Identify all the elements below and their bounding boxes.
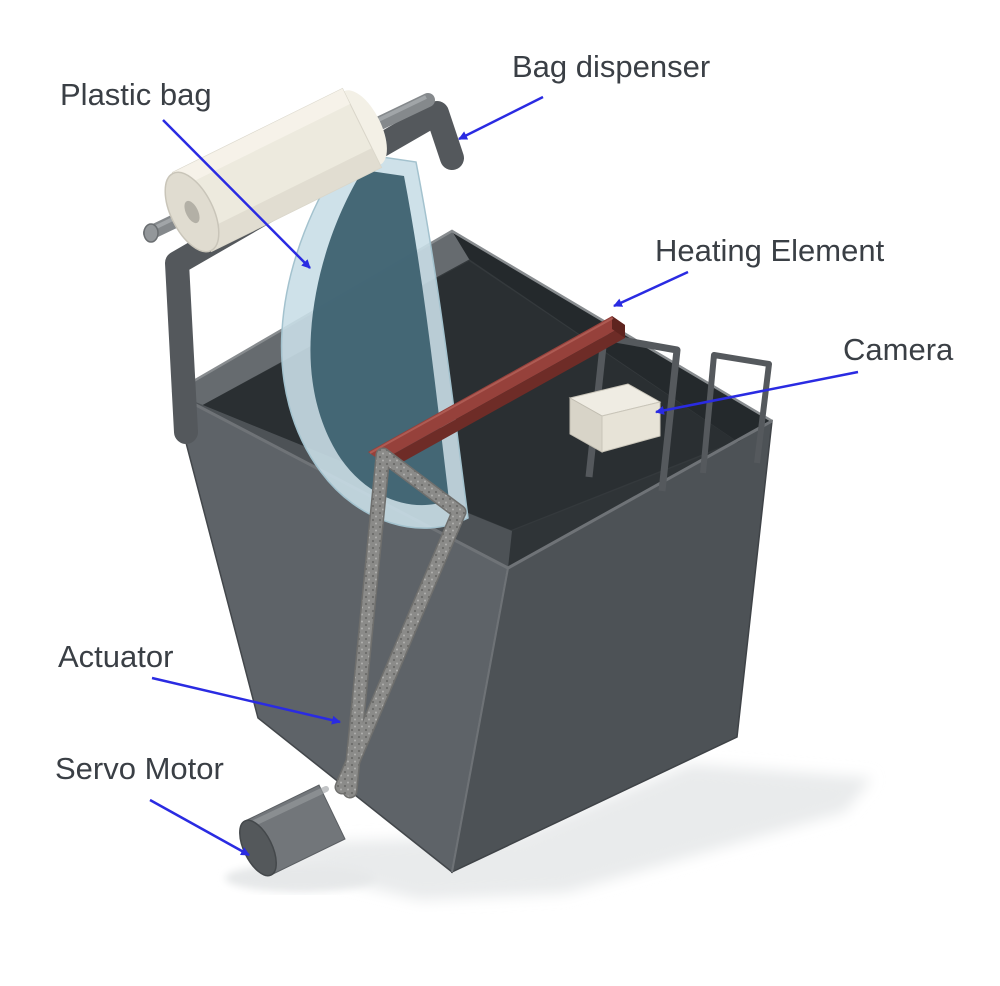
arrow-servo-motor	[149, 798, 250, 857]
camera-right-face	[601, 401, 661, 453]
servo-highlight	[249, 786, 329, 827]
rim-front-edge	[172, 391, 773, 570]
heating-element-highlight	[369, 317, 614, 454]
arrow-heating-element	[613, 270, 689, 308]
label-servo-motor: Servo Motor	[55, 751, 224, 786]
annotation-arrows	[149, 95, 859, 857]
actuator-linkage	[334, 447, 467, 799]
bin-front-edge	[451, 567, 509, 873]
camera-frame-outer	[700, 352, 772, 474]
bag-roll-lower-shade	[202, 148, 382, 252]
rim-back-edge	[172, 229, 773, 423]
bag-roll-upper-highlight	[172, 88, 350, 188]
label-actuator: Actuator	[58, 639, 174, 674]
heating-element-side	[381, 325, 625, 474]
actuator-bar-2	[336, 506, 465, 793]
label-camera: Camera	[843, 332, 954, 367]
label-heating-element: Heating Element	[655, 233, 885, 268]
arrow-bag-dispenser	[458, 95, 544, 141]
label-bag-dispenser: Bag dispenser	[512, 49, 711, 84]
arrow-plastic-bag	[162, 119, 311, 269]
arrow-actuator	[151, 676, 341, 725]
bag-roll-core-hole	[184, 200, 200, 224]
actuator-bar-3	[377, 449, 465, 518]
heating-element-top	[368, 316, 625, 461]
heating-element-end	[612, 316, 625, 338]
shadow-shape	[268, 764, 872, 900]
heating-element-bar	[368, 316, 625, 474]
rod-end-cap	[143, 223, 159, 243]
servo-shadow	[225, 864, 375, 892]
plastic-bag-inner-sheet	[310, 170, 449, 506]
label-plastic-bag: Plastic bag	[60, 77, 212, 112]
bag-roll-assembly	[143, 87, 435, 253]
actuator-bar-1	[344, 449, 389, 797]
arrow-camera	[655, 370, 859, 415]
camera-mount	[568, 333, 772, 492]
